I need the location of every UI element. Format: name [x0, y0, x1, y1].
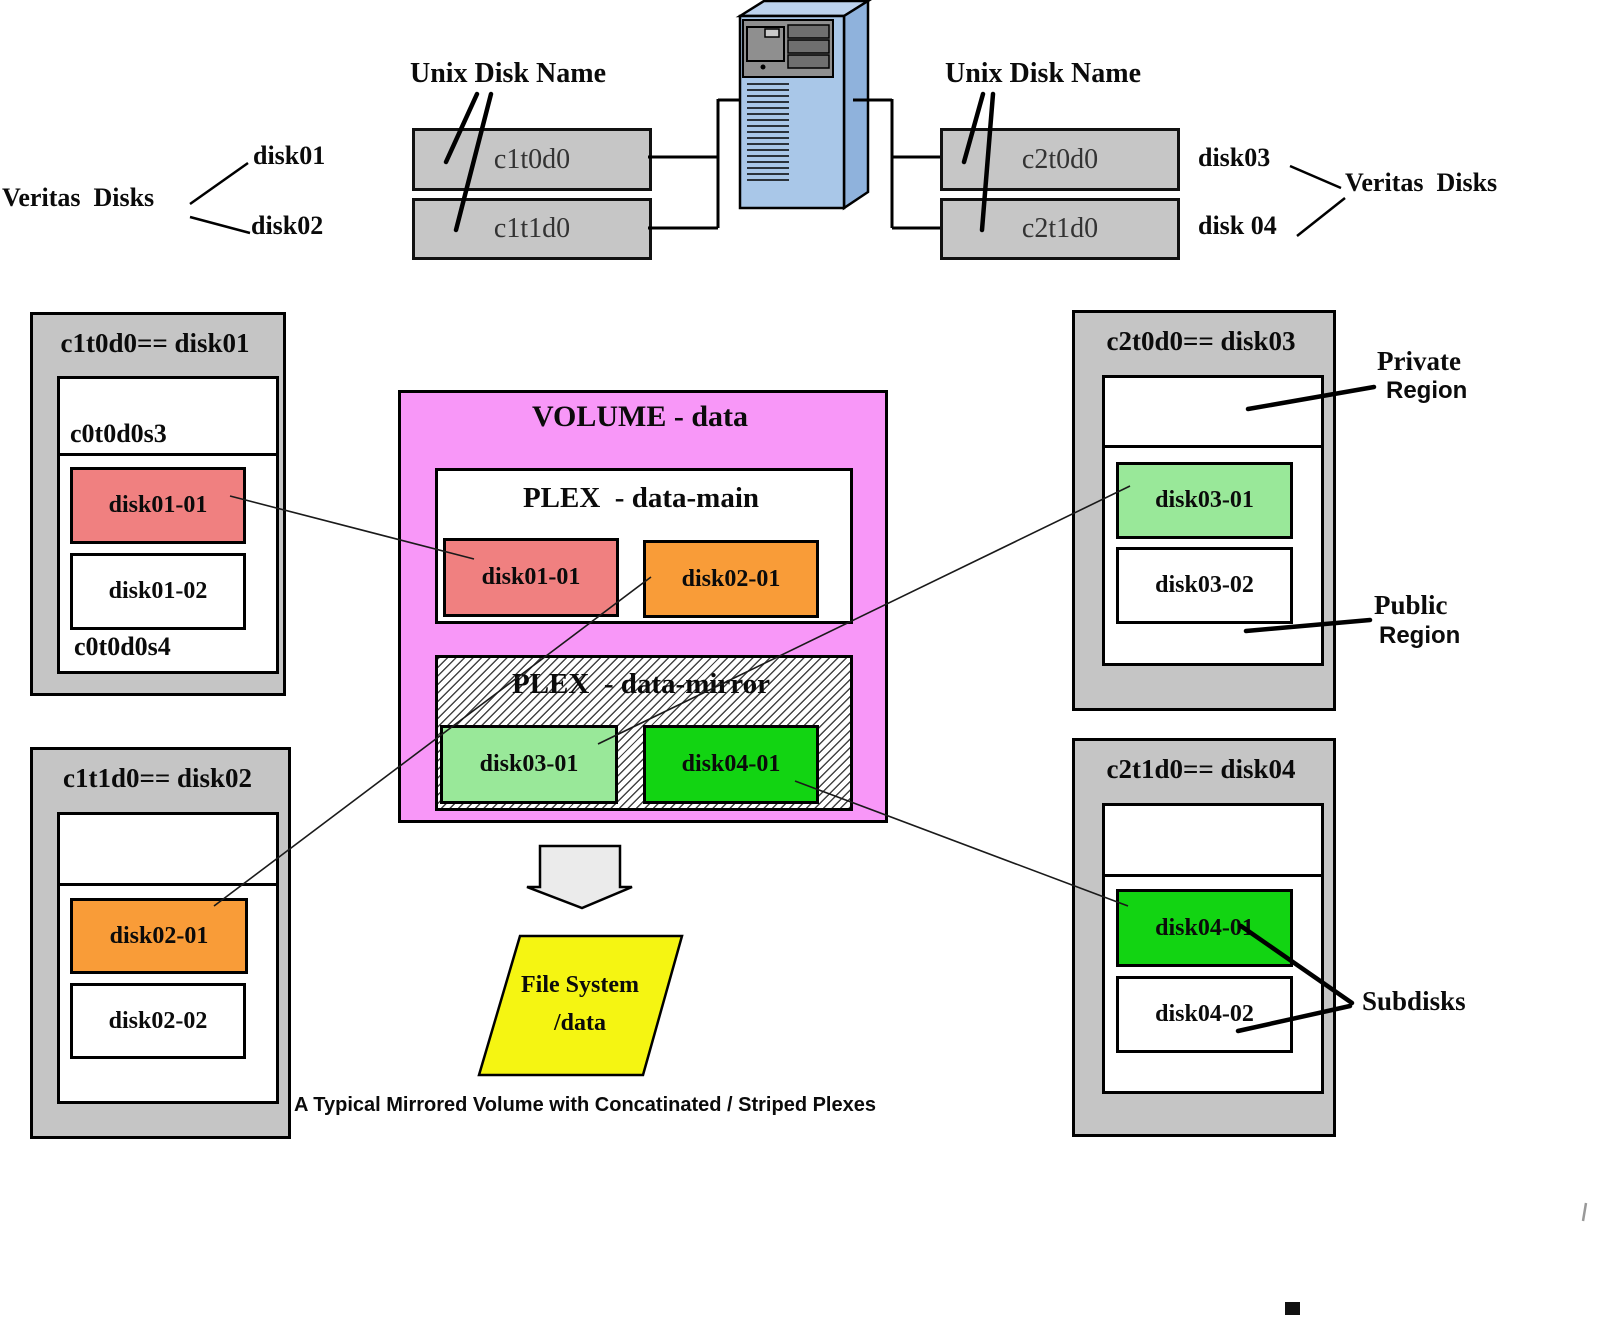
tower-bay-2	[787, 39, 830, 54]
page-artifact-tick	[1581, 1202, 1588, 1222]
unix-bar-c1t0d0: c1t0d0	[412, 128, 652, 191]
disk04-private-region	[1102, 803, 1324, 880]
disk03-subdisk-01-label: disk03-01	[1155, 487, 1254, 513]
disk04-subdisk-02: disk04-02	[1116, 976, 1293, 1053]
public-region-label-line2: Region	[1379, 622, 1461, 649]
plex-mirror-subdisk-disk04-01: disk04-01	[643, 725, 819, 804]
plex-main-subdisk-disk01-01-label: disk01-01	[481, 564, 581, 590]
file-system-line1: File System	[521, 972, 639, 998]
disk04-subdisk-02-label: disk04-02	[1155, 1001, 1254, 1027]
disk03-subdisk-02-label: disk03-02	[1155, 572, 1254, 598]
veritas-disk02-label: disk02	[251, 211, 324, 240]
disk03-private-region	[1102, 375, 1324, 451]
disk02-subdisk-01: disk02-01	[70, 898, 248, 974]
file-system-line2: /data	[553, 1010, 606, 1036]
plex-main-subdisk-disk02-01: disk02-01	[643, 540, 819, 618]
disk02-box-title: c1t1d0== disk02	[62, 763, 253, 793]
disk03-box-title: c2t0d0== disk03	[1106, 326, 1296, 356]
disk01-private-region	[57, 376, 279, 459]
unix-bar-c2t0d0-label: c2t0d0	[1021, 143, 1099, 175]
disk01-private-slice-label: c0t0d0s3	[70, 419, 167, 448]
tower-front-panel	[742, 19, 834, 78]
private-region-label-line1: Private	[1377, 346, 1461, 376]
disk01-public-slice-label: c0t0d0s4	[74, 632, 171, 661]
volume-title: VOLUME - data	[531, 400, 749, 433]
plex-main-subdisk-disk01-01: disk01-01	[443, 538, 619, 617]
disk04-subdisk-01-label: disk04-01	[1155, 914, 1254, 941]
plex-mirror-subdisk-disk04-01-label: disk04-01	[681, 751, 781, 777]
disk03-subdisk-02: disk03-02	[1116, 547, 1293, 624]
disk04-box-title: c2t1d0== disk04	[1106, 754, 1296, 784]
tower-vents	[747, 83, 789, 181]
veritas-disks-label-left: Veritas Disks	[2, 183, 155, 212]
plex-data-main-title: PLEX - data-main	[522, 482, 760, 514]
diagram-caption: A Typical Mirrored Volume with Concatina…	[294, 1094, 876, 1116]
unix-bar-c2t1d0: c2t1d0	[940, 198, 1180, 260]
plex-mirror-subdisk-disk03-01-label: disk03-01	[479, 751, 579, 777]
disk02-private-region	[57, 812, 279, 889]
tower-disk-connectors	[648, 98, 940, 230]
disk02-subdisk-01-label: disk02-01	[109, 922, 209, 949]
server-tower-icon	[735, 0, 872, 211]
unix-bar-c2t1d0-label: c2t1d0	[1021, 213, 1099, 244]
tower-drive-door	[746, 26, 785, 62]
tower-bay-1	[787, 24, 830, 39]
plex-mirror-subdisk-disk03-01: disk03-01	[440, 725, 618, 804]
disk01-subdisk-01: disk01-01	[70, 467, 246, 544]
unix-disk-name-label-left: Unix Disk Name	[409, 58, 606, 89]
plex-data-mirror-title: PLEX - data-mirror	[512, 668, 770, 700]
veritas-disk04-label: disk 04	[1198, 211, 1277, 240]
unix-disk-name-label-right: Unix Disk Name	[944, 58, 1141, 89]
unix-bar-c1t0d0-label: c1t0d0	[493, 143, 571, 175]
unix-bar-c1t1d0-label: c1t1d0	[493, 213, 571, 244]
disk01-box-title: c1t0d0== disk01	[60, 328, 250, 358]
veritas-disk01-label: disk01	[253, 141, 326, 170]
subdisks-label: Subdisks	[1362, 986, 1466, 1016]
disk02-subdisk-02-label: disk02-02	[108, 1007, 208, 1034]
disk02-subdisk-02: disk02-02	[70, 983, 246, 1059]
page-artifact-mark	[1285, 1302, 1300, 1315]
disk04-subdisk-01: disk04-01	[1116, 889, 1293, 967]
file-system-label: File System /data	[480, 966, 680, 1042]
tower-bay-3	[787, 54, 830, 69]
unix-bar-c2t0d0: c2t0d0	[940, 128, 1180, 191]
disk01-subdisk-02: disk01-02	[70, 553, 246, 630]
plex-main-subdisk-disk02-01-label: disk02-01	[681, 565, 781, 592]
public-region-label-line1: Public	[1374, 590, 1448, 620]
veritas-disks-label-right: Veritas Disks	[1345, 168, 1498, 197]
tower-power-button	[760, 64, 766, 70]
down-arrow-icon	[526, 844, 633, 910]
disk01-subdisk-02-label: disk01-02	[108, 578, 208, 604]
disk01-subdisk-01-label: disk01-01	[108, 492, 208, 518]
private-region-label-line2: Region	[1386, 377, 1468, 404]
veritas-disk03-label: disk03	[1198, 143, 1271, 172]
unix-bar-c1t1d0: c1t1d0	[412, 198, 652, 260]
disk03-subdisk-01: disk03-01	[1116, 462, 1293, 539]
